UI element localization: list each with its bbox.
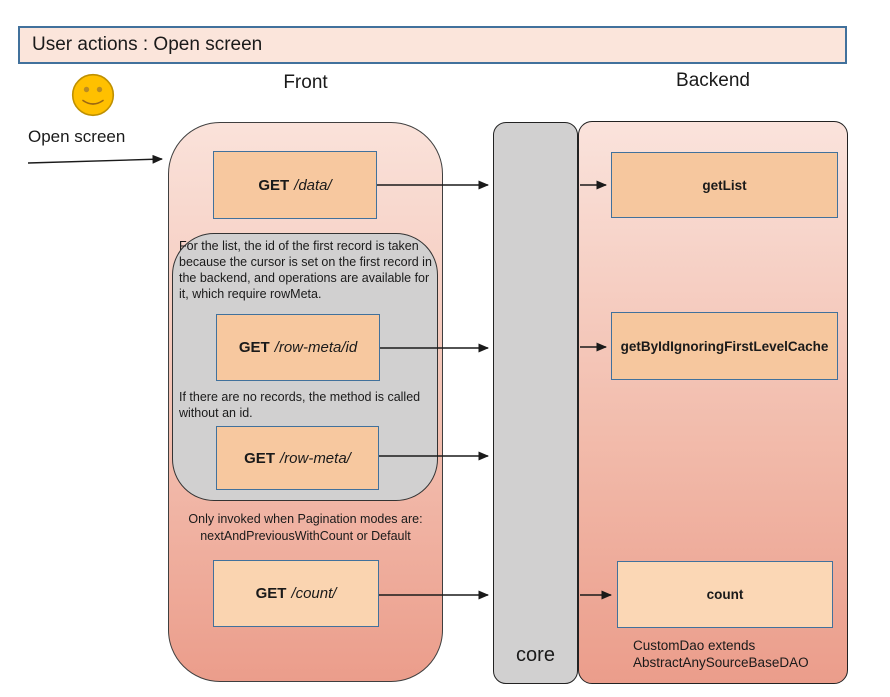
method-get-list: getList bbox=[611, 152, 838, 218]
method-count: count bbox=[617, 561, 833, 628]
row-meta-note: For the list, the id of the first record… bbox=[179, 239, 432, 301]
method-get-by-id-ignoring-first-level-cache: getByIdIgnoringFirstLevelCache bbox=[611, 312, 838, 380]
core-label: core bbox=[516, 644, 555, 666]
endpoint-get-data: GET /data/ bbox=[213, 151, 377, 219]
no-records-note: If there are no records, the method is c… bbox=[179, 390, 421, 420]
dao-footer-line1: CustomDao extends bbox=[633, 638, 756, 653]
actor-action-label: Open screen bbox=[28, 127, 126, 146]
endpoint-get-count: GET /count/ bbox=[213, 560, 379, 627]
method-name: getList bbox=[702, 177, 747, 193]
title-bar: User actions : Open screen bbox=[18, 26, 847, 64]
pagination-note-line2: nextAndPreviousWithCount or Default bbox=[200, 529, 411, 543]
endpoint-get-row-meta-id: GET /row-meta/id bbox=[216, 314, 380, 381]
http-method: GET bbox=[238, 339, 270, 356]
dao-footer-note: CustomDao extends AbstractAnySourceBaseD… bbox=[633, 637, 809, 671]
front-column-label: Front bbox=[283, 72, 328, 93]
http-method: GET bbox=[255, 585, 287, 602]
title-text: User actions : Open screen bbox=[32, 34, 263, 55]
method-name: getByIdIgnoringFirstLevelCache bbox=[620, 338, 829, 354]
endpoint-get-row-meta: GET /row-meta/ bbox=[216, 426, 379, 490]
endpoint-path: /row-meta/ bbox=[279, 449, 351, 467]
http-method: GET bbox=[244, 449, 275, 467]
pagination-note: Only invoked when Pagination modes are: … bbox=[168, 511, 443, 545]
core-panel: core bbox=[493, 122, 578, 684]
http-method: GET bbox=[258, 176, 290, 194]
endpoint-path: /data/ bbox=[294, 176, 332, 194]
smiley-face-icon bbox=[71, 73, 115, 117]
arrow-open-screen-to-front bbox=[27, 154, 163, 164]
backend-column-label: Backend bbox=[676, 70, 750, 91]
endpoint-path: /row-meta/id bbox=[274, 339, 358, 356]
dao-footer-line2: AbstractAnySourceBaseDAO bbox=[633, 655, 809, 670]
endpoint-path: /count/ bbox=[291, 585, 337, 602]
pagination-note-line1: Only invoked when Pagination modes are: bbox=[188, 512, 423, 526]
method-name: count bbox=[706, 587, 744, 602]
